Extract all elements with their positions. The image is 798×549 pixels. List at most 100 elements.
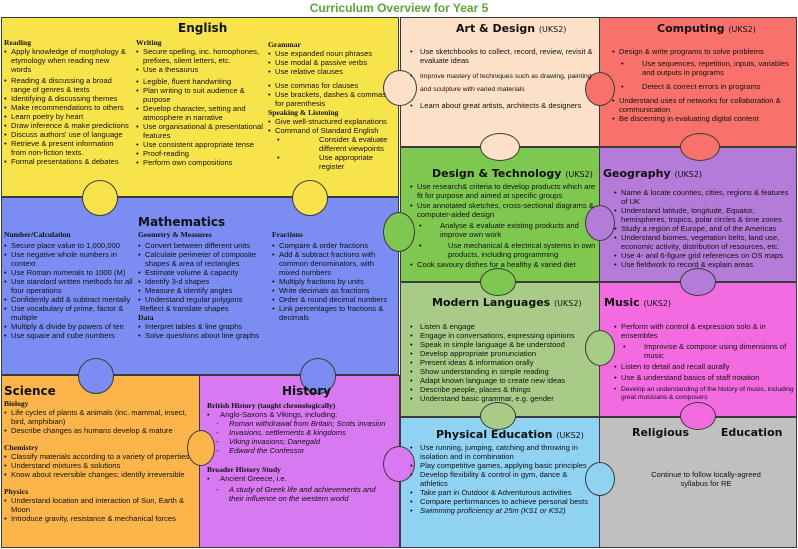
- maths-fractions: Fractions Compare & order fractions Add …: [272, 230, 396, 322]
- list-item: Use expanded noun phrases: [268, 49, 396, 58]
- page-title: Curriculum Overview for Year 5: [309, 1, 489, 15]
- science-title: Science: [4, 384, 56, 398]
- art-list: Use sketchbooks to collect, record, revi…: [410, 47, 595, 110]
- geography-list: Name & locate counties, cities, regions …: [614, 188, 796, 269]
- puzzle-knob: [680, 402, 716, 430]
- list-item: Use & understand basics of staff notatio…: [614, 373, 796, 382]
- list-item: Give well-structured explanations: [268, 117, 396, 126]
- computing-code: (UKS2): [728, 25, 756, 34]
- list-item: Use organisational & presentational feat…: [136, 122, 264, 140]
- pe-title: Physical Education (UKS2): [436, 428, 584, 441]
- list-item: Identifying & discussing themes: [4, 94, 130, 103]
- list-item: Take part in Outdoor & Adventurous activ…: [410, 488, 590, 497]
- british-heading: British History (taught chronologically): [207, 401, 336, 410]
- fractions-list: Compare & order fractions Add & subtract…: [272, 241, 396, 322]
- list-item: Show understanding in simple reading: [410, 367, 598, 376]
- list-item: Design & write programs to solve problem…: [612, 47, 794, 56]
- list-item: Retrieve & present information from non-…: [4, 139, 130, 157]
- geometry-heading: Geometry & Measures: [138, 230, 212, 239]
- list-item: Compare performances to achieve personal…: [410, 497, 590, 506]
- list-item: Introduce gravity, resistance & mechanic…: [4, 514, 194, 523]
- list-item: Understand regular polygons: [138, 295, 270, 304]
- re-content: Continue to follow locally-agreed syllab…: [650, 470, 762, 488]
- list-item: Formal presentations & debates: [4, 157, 130, 166]
- list-item: Use sketchbooks to collect, record, revi…: [410, 47, 595, 65]
- english-writing: Writing Secure spelling, inc. homophones…: [136, 38, 264, 167]
- list-item: Consider & evaluate different viewpoints: [268, 135, 396, 153]
- list-item: Multiply & divide by powers of ten: [4, 322, 134, 331]
- english-title: English: [178, 21, 228, 35]
- fractions-heading: Fractions: [272, 230, 303, 239]
- list-item: Command of Standard English: [268, 126, 396, 135]
- music-code: (UKS2): [643, 299, 671, 308]
- list-item: Discuss authors' use of language: [4, 130, 130, 139]
- list-item: Use square and cube numbers: [4, 331, 134, 340]
- list-item: Be discerning in evaluating digital cont…: [612, 114, 794, 123]
- geometry-list: Convert between different units Calculat…: [138, 241, 270, 304]
- list-item: Understand basic grammar, e.g. gender: [410, 394, 598, 403]
- english-grammar: Grammar Use expanded noun phrases Use mo…: [268, 40, 396, 171]
- reading-heading: Reading: [4, 38, 32, 47]
- list-item: Develop flexibility & control in gym, da…: [410, 470, 590, 488]
- computing-title: Computing (UKS2): [657, 22, 756, 35]
- british-list: Anglo-Saxons & Vikings, including: Roman…: [207, 410, 387, 455]
- maths-title: Mathematics: [138, 215, 226, 229]
- list-item: Detect & correct errors in programs: [612, 82, 794, 91]
- mfl-title: Modern Languages (UKS2): [432, 296, 582, 309]
- puzzle-knob: [480, 133, 520, 161]
- music-title-text: Music: [604, 296, 640, 309]
- list-item: Use running, jumping, catching and throw…: [410, 443, 590, 461]
- list-item: Use Roman numerals to 1000 (M): [4, 268, 134, 277]
- history-title: History: [282, 384, 332, 398]
- list-item: Invasions, settlements & kingdoms: [207, 428, 387, 437]
- geometry-extra: Reflect & translate shapes: [140, 304, 229, 313]
- list-item: Edward the Confessor: [207, 446, 387, 455]
- list-item: Use commas for clauses: [268, 81, 396, 90]
- list-item: Learn poetry by heart: [4, 112, 130, 121]
- list-item: Classify materials according to a variet…: [4, 452, 194, 461]
- list-item: Use standard written methods for all fou…: [4, 277, 134, 295]
- list-item: Make recommendations to others: [4, 103, 130, 112]
- list-item: Multiply fractions by units: [272, 277, 396, 286]
- list-item: A study of Greek life and achievements a…: [207, 485, 387, 503]
- physics-heading: Physics: [4, 487, 29, 496]
- list-item: Understand biomes, vegetation belts, lan…: [614, 233, 796, 251]
- list-item: Link percentages to fractions & decimals: [272, 304, 396, 322]
- geography-code: (UKS2): [674, 170, 703, 179]
- puzzle-knob: [292, 180, 328, 216]
- list-item: Improve mastery of techniques such as dr…: [410, 70, 595, 96]
- dt-title-text: Design & Technology: [432, 167, 562, 180]
- list-item: Ancient Greece, i.e.: [207, 474, 387, 483]
- pe-title-text: Physical Education: [436, 428, 553, 441]
- music-content: Perform with control & expression solo &…: [614, 322, 796, 402]
- puzzle-knob: [300, 358, 336, 394]
- list-item: Add & subtract fractions with common den…: [272, 250, 396, 277]
- list-item: Life cycles of plants & animals (inc. ma…: [4, 408, 194, 426]
- geography-title-text: Geography: [603, 167, 671, 180]
- list-item: Play competitive games, applying basic p…: [410, 461, 590, 470]
- list-item: Write decimals as fractions: [272, 286, 396, 295]
- list-item: Roman withdrawal from Britain; Scots inv…: [207, 419, 387, 428]
- music-list: Perform with control & expression solo &…: [614, 322, 796, 402]
- chemistry-list: Classify materials according to a variet…: [4, 452, 194, 479]
- puzzle-knob: [480, 268, 516, 296]
- list-item: Engage in conversations, expressing opin…: [410, 331, 598, 340]
- history-panel: [199, 375, 400, 548]
- list-item: Adapt known language to create new ideas: [410, 376, 598, 385]
- broader-heading: Broader History Study: [207, 465, 281, 474]
- list-item: Analyse & evaluate existing products and…: [410, 221, 598, 239]
- computing-title-text: Computing: [657, 22, 725, 35]
- list-item: Use fieldwork to record & explain areas: [614, 260, 796, 269]
- list-item: Develop appropriate pronunciation: [410, 349, 598, 358]
- list-item: Use annotated sketches, cross-sectional …: [410, 201, 598, 219]
- geography-title: Geography (UKS2): [603, 167, 702, 180]
- puzzle-knob: [82, 180, 118, 216]
- broader-list: Ancient Greece, i.e. A study of Greek li…: [207, 474, 387, 503]
- dt-title: Design & Technology (UKS2): [432, 167, 593, 180]
- dt-content: Use research& criteria to develop produc…: [410, 182, 598, 269]
- list-item: Name & locate counties, cities, regions …: [614, 188, 796, 206]
- art-content: Use sketchbooks to collect, record, revi…: [410, 47, 595, 110]
- geography-content: Name & locate counties, cities, regions …: [614, 188, 796, 269]
- list-item: Use 4- and 6-figure grid references on O…: [614, 251, 796, 260]
- list-item: Use modal & passive verbs: [268, 58, 396, 67]
